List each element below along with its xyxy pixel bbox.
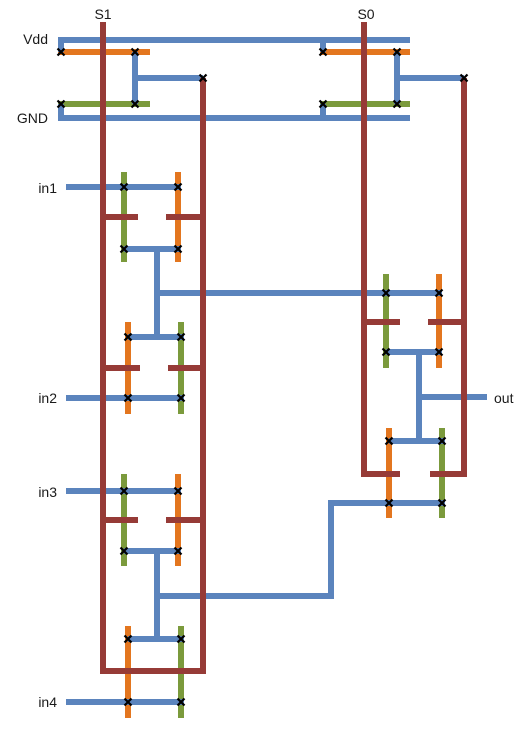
label-in3: in3 [38, 484, 57, 500]
contact-mark [130, 47, 140, 57]
contact-mark [318, 99, 328, 109]
contact-mark [123, 332, 133, 342]
contact-mark [459, 73, 469, 83]
contact-mark [56, 99, 66, 109]
label-s0: S0 [357, 6, 375, 22]
contact-mark [119, 486, 129, 496]
contact-mark [381, 347, 391, 357]
contact-mark [130, 99, 140, 109]
contact-mark [173, 244, 183, 254]
contact-mark [119, 546, 129, 556]
contact-mark [437, 498, 447, 508]
label-s1: S1 [94, 6, 112, 22]
contact-mark [176, 697, 186, 707]
contact-mark [392, 99, 402, 109]
contact-mark [392, 47, 402, 57]
contact-mark [318, 47, 328, 57]
label-vdd: Vdd [23, 31, 48, 47]
contact-mark [176, 634, 186, 644]
contact-mark [434, 288, 444, 298]
contact-mark [176, 393, 186, 403]
label-out: out [494, 390, 514, 406]
contact-mark [123, 697, 133, 707]
contact-mark [119, 244, 129, 254]
contact-mark [384, 436, 394, 446]
contact-mark [176, 332, 186, 342]
contact-mark [173, 486, 183, 496]
label-gnd: GND [16, 110, 48, 126]
contact-mark [437, 436, 447, 446]
contact-mark [173, 546, 183, 556]
contact-mark [119, 182, 129, 192]
contact-mark [123, 634, 133, 644]
contact-mark [384, 498, 394, 508]
label-in1: in1 [38, 180, 57, 196]
s0-bar-poly [430, 78, 467, 477]
contact-mark [381, 288, 391, 298]
contact-mark [173, 182, 183, 192]
contact-mark [123, 393, 133, 403]
s0-poly [361, 22, 400, 477]
contact-mark [56, 47, 66, 57]
label-in4: in4 [38, 694, 57, 710]
contact-mark [198, 73, 208, 83]
label-in2: in2 [38, 390, 57, 406]
contact-mark [434, 347, 444, 357]
